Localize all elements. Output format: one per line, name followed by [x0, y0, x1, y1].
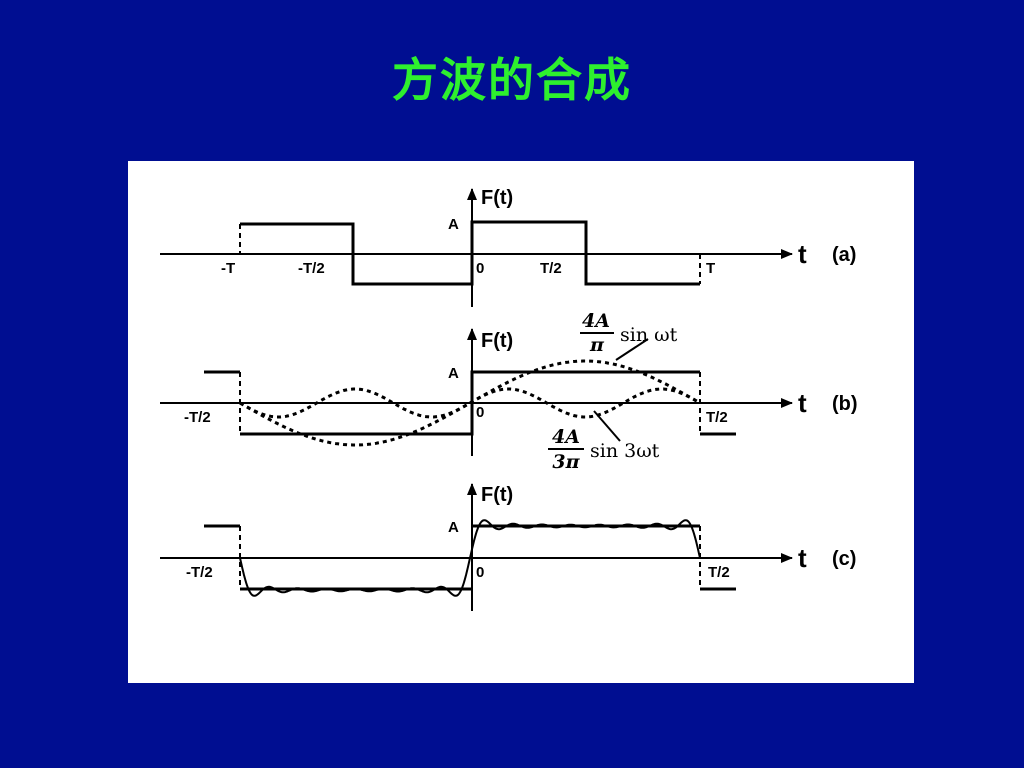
tick-label-minus-half-t-a: -T/2 — [298, 260, 325, 277]
tick-label-minus-t: -T — [221, 260, 235, 277]
figure-panel: F(t) A 0 -T -T/2 T/2 T t (a) 4A π sin ωt — [128, 161, 914, 683]
third-harmonic-sine-curve — [239, 387, 701, 419]
tick-label-minus-half-t-c: -T/2 — [186, 564, 213, 581]
time-axis-label-a: t — [798, 239, 807, 269]
tick-label-half-t-c: T/2 — [708, 564, 730, 581]
coef-den-fundamental: π — [589, 334, 605, 356]
synthesized-wave-curve — [239, 519, 701, 597]
coef-num-fundamental: 4A — [582, 310, 610, 332]
panel-a: F(t) A 0 -T -T/2 T/2 T t (a) — [160, 187, 856, 307]
amplitude-label-b: A — [448, 365, 459, 382]
origin-label-a: 0 — [476, 260, 484, 277]
panel-label-a: (a) — [832, 244, 856, 266]
function-label-b: F(t) — [481, 330, 513, 352]
amplitude-label-a: A — [448, 216, 459, 233]
coef-num-third: 4A — [552, 426, 580, 448]
panel-b: 4A π sin ωt 4A 3π sin 3ωt F(t) A 0 -T/2 … — [160, 310, 858, 473]
annotation-fundamental: 4A π sin ωt — [580, 310, 678, 356]
square-wave-a — [240, 220, 700, 286]
square-wave-synthesis-diagram: F(t) A 0 -T -T/2 T/2 T t (a) 4A π sin ωt — [160, 187, 858, 611]
panel-label-c: (c) — [832, 548, 856, 570]
origin-label-b: 0 — [476, 404, 484, 421]
panel-label-b: (b) — [832, 393, 858, 415]
origin-label-c: 0 — [476, 564, 484, 581]
leader-fundamental — [615, 338, 649, 361]
coef-den-third: 3π — [552, 451, 580, 473]
tick-label-half-t-a: T/2 — [540, 260, 562, 277]
time-axis-label-b: t — [798, 388, 807, 418]
leader-third-harmonic — [593, 410, 621, 442]
tick-label-t: T — [706, 260, 715, 277]
amplitude-label-c: A — [448, 519, 459, 536]
tick-label-half-t-b: T/2 — [706, 409, 728, 426]
tick-label-minus-half-t-b: -T/2 — [184, 409, 211, 426]
expr-third: sin 3ωt — [590, 440, 660, 462]
function-label-a: F(t) — [481, 187, 513, 209]
annotation-third-harmonic: 4A 3π sin 3ωt — [548, 426, 660, 473]
slide-title: 方波的合成 — [392, 53, 632, 107]
panel-c: F(t) A 0 -T/2 T/2 t (c) — [160, 483, 856, 611]
time-axis-label-c: t — [798, 543, 807, 573]
fundamental-sine-curve — [239, 359, 701, 447]
expr-fundamental: sin ωt — [620, 324, 678, 346]
function-label-c: F(t) — [481, 484, 513, 506]
